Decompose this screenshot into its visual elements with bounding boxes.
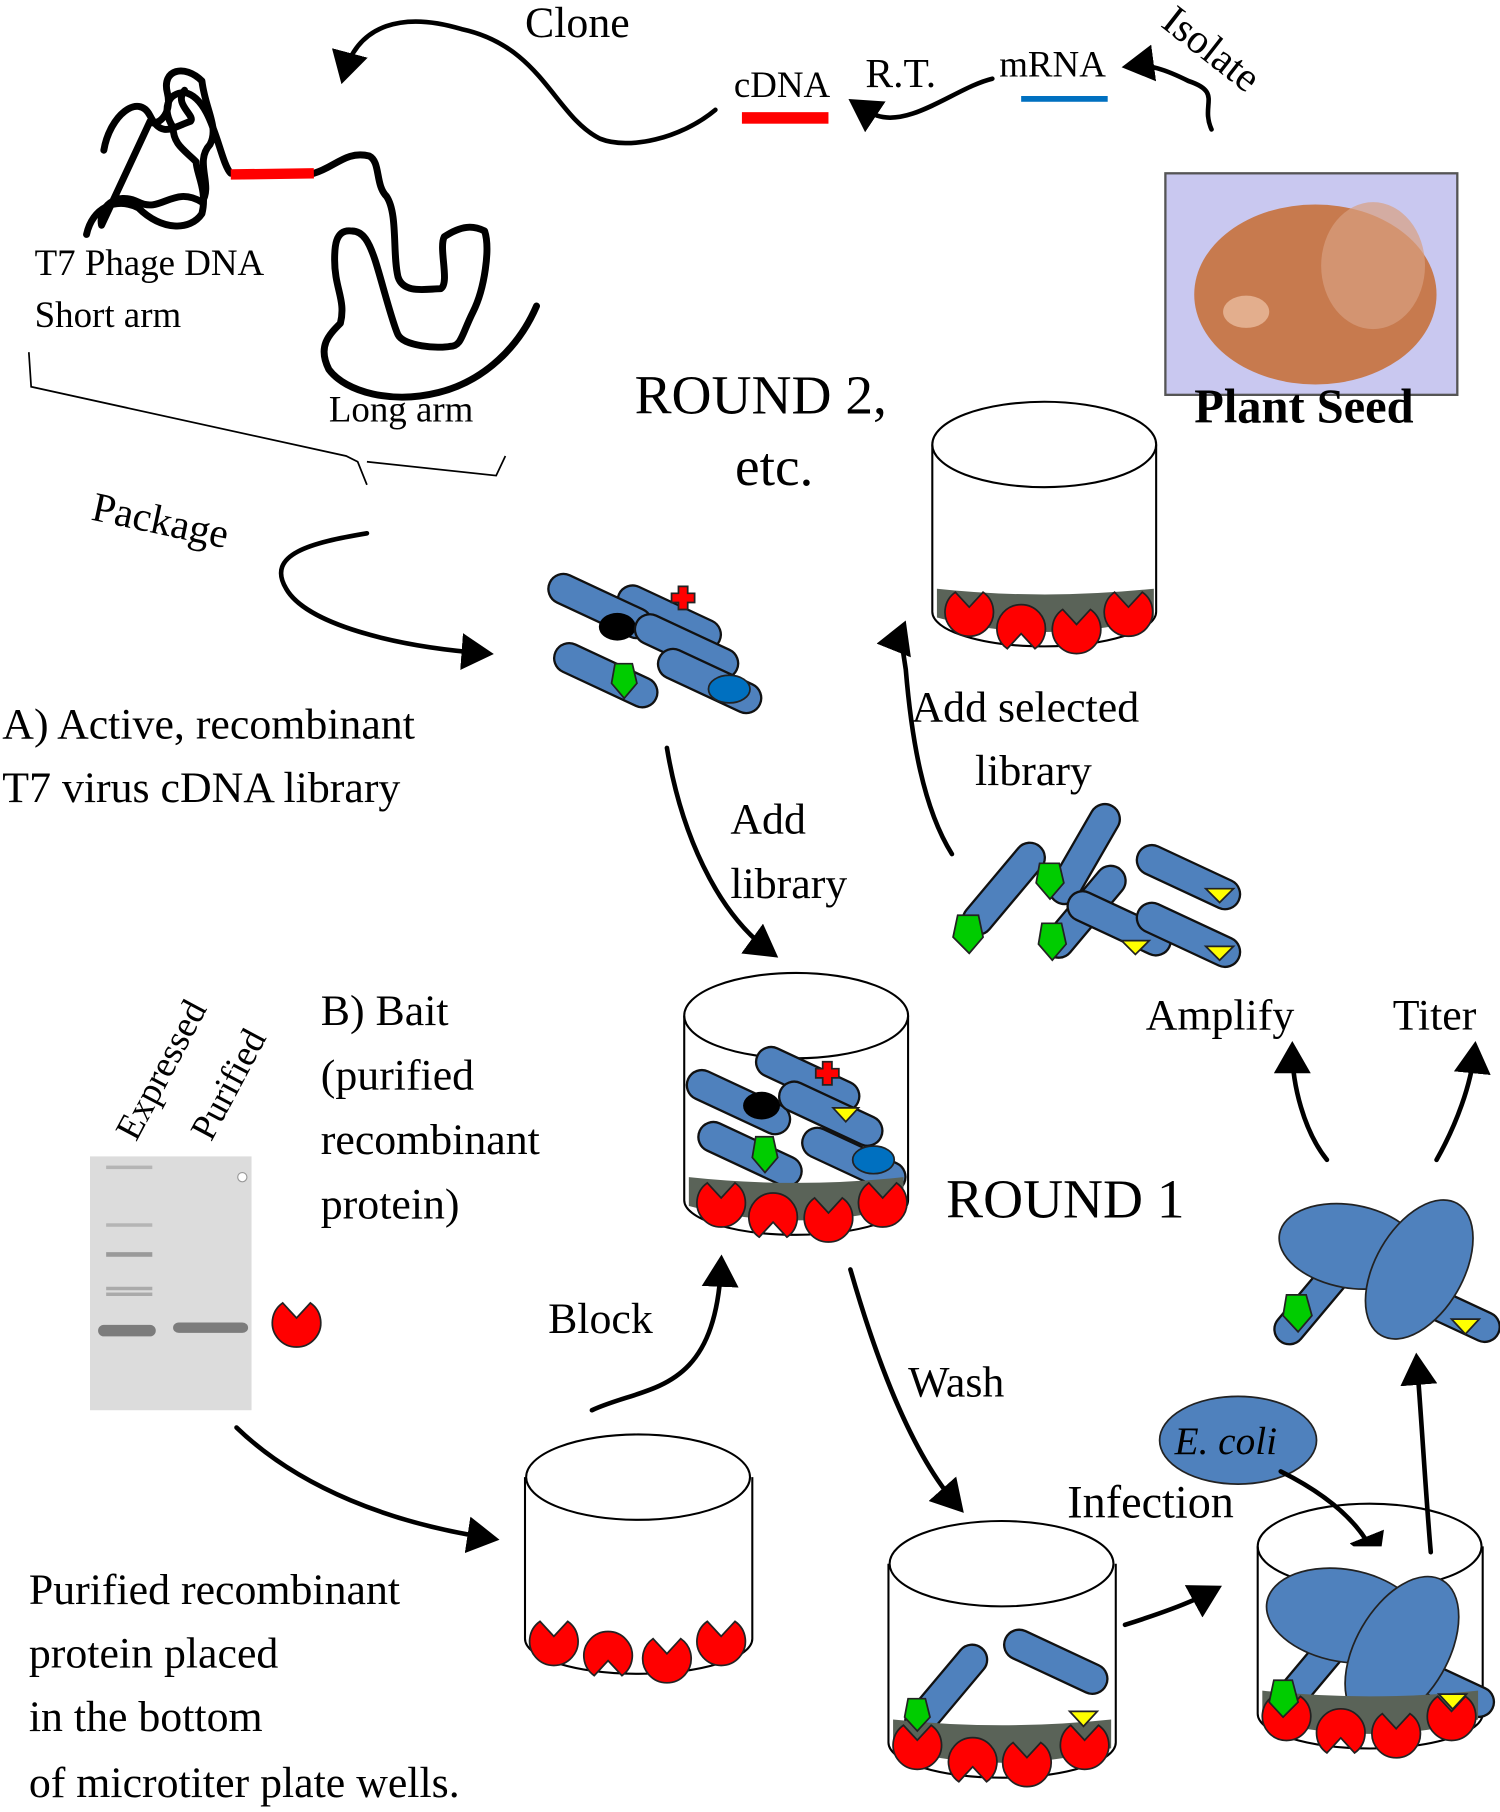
arm-bracket	[27, 352, 507, 486]
round2-well	[931, 400, 1158, 655]
washed-well	[887, 1519, 1117, 1788]
amplified-cell	[1267, 1199, 1500, 1352]
green-peptide-icon	[952, 914, 985, 955]
ecoli-cell-icon	[1158, 1395, 1318, 1485]
plate-note-line1: Purified recombinant	[29, 1566, 400, 1614]
bait-label-line2: (purified	[321, 1051, 474, 1099]
amplify-arrow	[1273, 1041, 1330, 1163]
phage-particle	[548, 637, 664, 714]
to-infection-arrow	[1122, 1585, 1222, 1628]
blue-peptide-icon	[707, 674, 751, 704]
long-arm-label: Long arm	[329, 388, 474, 429]
mrna-label: mRNA	[999, 43, 1106, 84]
selected-phages	[952, 797, 1247, 974]
short-arm-label: Short arm	[35, 294, 182, 335]
cdna-label: cDNA	[734, 64, 831, 105]
plant-seed-label: Plant Seed	[1194, 381, 1413, 434]
add-library-label-line1: Add	[730, 795, 806, 843]
infection-label: Infection	[1067, 1477, 1234, 1528]
green-peptide-icon	[1035, 862, 1065, 901]
bait-to-well-arrow	[234, 1425, 500, 1554]
yellow-peptide-icon	[1203, 887, 1236, 904]
bait-protein-icon	[271, 1302, 322, 1348]
rt-label: R.T.	[865, 50, 936, 96]
round1-label: ROUND 1	[946, 1169, 1184, 1230]
package-label: Package	[88, 483, 233, 557]
mrna-strand-icon	[1021, 96, 1108, 102]
add-selected-arrow	[876, 620, 955, 857]
sds-page-gel-image	[90, 1156, 252, 1411]
t7-phage-dna-label: T7 Phage DNA	[35, 242, 265, 283]
titer-arrow	[1434, 1041, 1491, 1163]
isolate-label: Isolate	[1154, 0, 1270, 101]
yellow-peptide-icon	[1203, 945, 1236, 962]
clone-arrow	[331, 19, 718, 146]
titer-label: Titer	[1393, 991, 1477, 1039]
add-selected-label-line1: Add selected	[912, 683, 1140, 731]
package-arrow	[278, 531, 494, 670]
rt-arrow	[848, 76, 995, 133]
plate-note-line2: protein placed	[29, 1630, 279, 1678]
insert-cdna-icon	[230, 168, 314, 180]
add-library-label-line2: library	[730, 860, 847, 908]
t7-phage-dna	[83, 67, 540, 401]
clone-label: Clone	[525, 0, 630, 47]
round1-well	[680, 971, 912, 1243]
infection-well	[1256, 1502, 1500, 1759]
block-label: Block	[548, 1295, 653, 1343]
plant-seed-image	[1164, 172, 1459, 396]
round2-label-line2: etc.	[735, 436, 813, 497]
library-label-line2: T7 virus cDNA library	[2, 764, 400, 812]
red-cross-peptide-icon	[670, 585, 696, 611]
round2-label-line1: ROUND 2,	[635, 364, 887, 425]
green-peptide-icon	[1037, 922, 1068, 962]
bait-label-line3: recombinant	[321, 1116, 540, 1164]
black-peptide-icon	[598, 612, 636, 641]
plate-note-line4: of microtiter plate wells.	[29, 1759, 460, 1807]
add-library-arrow	[664, 745, 779, 958]
library-label-line1: A) Active, recombinant	[2, 701, 415, 749]
phage-library	[542, 567, 768, 720]
green-peptide-icon	[610, 662, 638, 700]
bait-label-line4: protein)	[321, 1181, 460, 1229]
block-arrow	[589, 1254, 739, 1413]
bait-label-line1: B) Bait	[321, 987, 449, 1035]
ecoli-label: E. coli	[1174, 1420, 1277, 1463]
add-selected-label-line2: library	[975, 747, 1092, 795]
amplify-up-arrow	[1400, 1352, 1438, 1555]
amplify-label: Amplify	[1146, 991, 1295, 1039]
wash-arrow	[848, 1267, 964, 1513]
wash-label: Wash	[908, 1358, 1004, 1406]
isolate-arrow	[1121, 44, 1214, 132]
yellow-peptide-icon	[1119, 939, 1152, 956]
cdna-strand-icon	[741, 112, 829, 124]
plate-note-line3: in the bottom	[29, 1693, 263, 1741]
bait-well	[523, 1433, 754, 1684]
